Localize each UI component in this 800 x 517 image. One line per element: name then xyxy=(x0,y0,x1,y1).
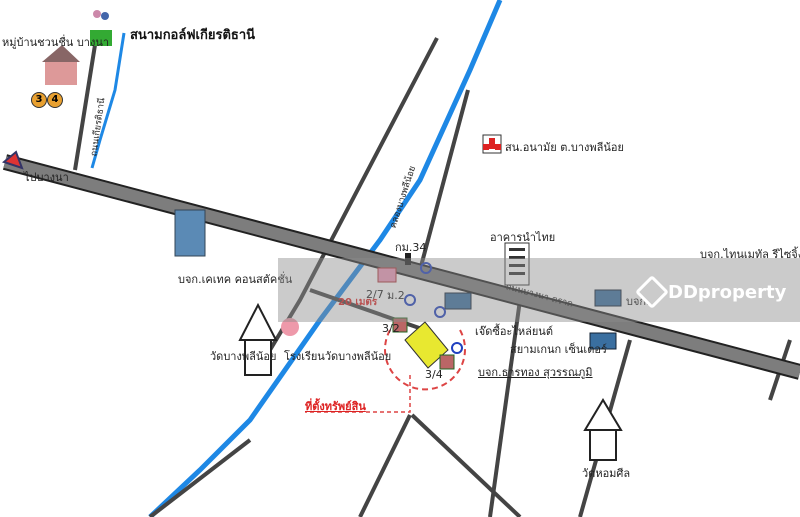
house-icon xyxy=(42,45,80,85)
watermark-logo: DDproperty xyxy=(635,275,787,309)
route-marker-3 xyxy=(451,342,463,354)
label-distance: 20 เมตร xyxy=(338,297,378,308)
golf-course-icon xyxy=(90,30,112,46)
road-north-2 xyxy=(418,89,470,271)
badge-4: 4 xyxy=(47,92,63,108)
label-health-station: สน.อนามัย ต.บางพลีน้อย xyxy=(505,141,624,154)
house-icon-3-2 xyxy=(392,317,408,333)
label-plot-2-7: 2/7 xyxy=(366,288,384,301)
label-village: หมู่บ้านชวนชื่น บางนา xyxy=(2,36,110,49)
road-south-2 xyxy=(410,413,522,517)
river-north xyxy=(90,32,126,169)
label-siam-center: สยามเกนก เซ็นเตอร์ xyxy=(510,343,607,356)
label-to-bangna: ไปบางนา xyxy=(24,171,69,184)
label-km34: กม.34 xyxy=(395,241,427,254)
ddproperty-logo-icon xyxy=(635,275,669,309)
label-school: โรงเรียนวัดบางพลีน้อย xyxy=(284,350,392,363)
temple-icon xyxy=(238,302,278,376)
watermark-text: DDproperty xyxy=(668,281,787,303)
road-west xyxy=(148,438,252,517)
label-condo-company: บจก.เคเทค คอนสตัคชั่น xyxy=(178,273,293,286)
school-icon xyxy=(281,318,299,336)
label-wat-bangphli-noi: วัดบางพลีน้อย xyxy=(210,350,277,363)
road-south-3 xyxy=(358,414,412,517)
river-main xyxy=(148,0,503,517)
route-marker-2 xyxy=(404,294,416,306)
road-kiattanee xyxy=(73,44,97,171)
label-property-location: ที่ตั้งทรัพย์สิน xyxy=(305,400,366,413)
temple-icon-south xyxy=(583,398,623,461)
house-icon-3-4 xyxy=(439,354,455,370)
village-gate-icon xyxy=(377,267,397,283)
route-marker-4 xyxy=(434,306,446,318)
route-marker-1 xyxy=(420,262,432,274)
label-plot-3-2: 3/2 xyxy=(382,322,400,335)
road-south-4 xyxy=(488,299,522,517)
factory-icon-3 xyxy=(589,332,617,350)
condo-building-icon xyxy=(174,209,206,257)
property-plot xyxy=(404,321,449,369)
factory-icon-1 xyxy=(444,292,472,310)
property-dashed-circle xyxy=(384,329,466,391)
factory-icon-2 xyxy=(594,289,622,307)
label-plot-3-4: 3/4 xyxy=(425,368,443,381)
label-wat-hom-sin: วัดหอมศีล xyxy=(582,467,631,480)
watermark-band xyxy=(278,258,800,322)
label-thai-metal: บจก.ไทนเมทัล รีไซจิ้ง xyxy=(700,248,800,261)
label-golf-course: สนามกอล์ฟเกียรติธานี xyxy=(130,28,256,43)
label-parts-shop: เจ๊ดซื้อะไหล่ยนต์ xyxy=(475,325,553,338)
road-north-1 xyxy=(268,37,439,352)
label-company-right: บจก. xyxy=(626,295,650,308)
label-nam-thai-building: อาคารนำไทย xyxy=(490,231,556,244)
km34-marker-icon xyxy=(405,253,411,265)
badge-3: 3 xyxy=(31,92,47,108)
to-bangna-arrow-icon xyxy=(1,150,24,170)
label-m2: ม.2 xyxy=(387,289,405,302)
label-gold-company: บจก.ธารทอง สุวรรณภูมิ xyxy=(478,366,593,379)
